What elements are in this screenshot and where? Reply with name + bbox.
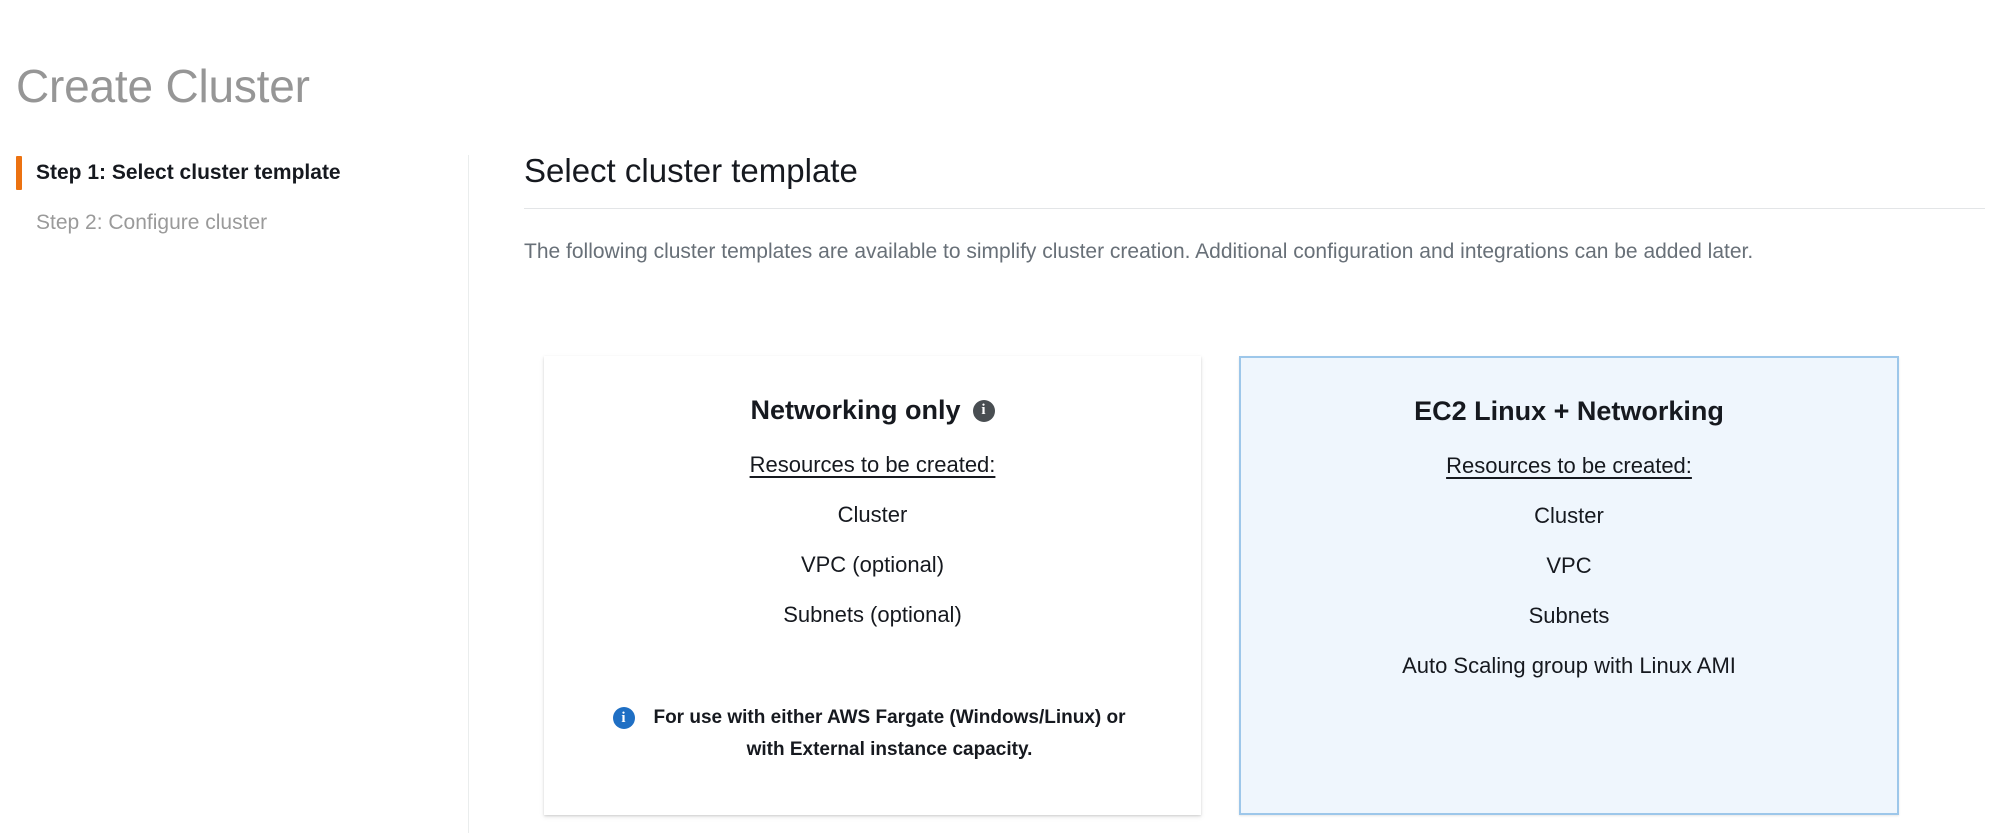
sidebar-divider [468, 155, 469, 833]
section-description: The following cluster templates are avai… [524, 240, 1754, 263]
resources-to-be-created-label: Resources to be created: [1446, 453, 1692, 478]
wizard-steps-sidebar: Step 1: Select cluster template Step 2: … [0, 150, 468, 833]
resource-list-networking-only: Cluster VPC (optional) Subnets (optional… [571, 478, 1174, 628]
sidebar-step-2-label: Step 2: Configure cluster [36, 211, 268, 234]
resource-list-ec2-linux-networking: Cluster VPC Subnets Auto Scaling group w… [1267, 479, 1871, 679]
template-card-networking-only-note-text: For use with either AWS Fargate (Windows… [653, 707, 1126, 760]
page-title: Create Cluster [16, 59, 310, 112]
list-item: VPC [1546, 553, 1592, 578]
template-card-networking-only-title-text: Networking only [750, 395, 961, 425]
list-item: Subnets [1528, 603, 1610, 628]
section-divider [524, 208, 1985, 209]
list-item: VPC (optional) [800, 552, 945, 577]
template-card-networking-only[interactable]: Networking only i Resources to be create… [544, 356, 1201, 815]
info-icon[interactable]: i [972, 399, 995, 422]
list-item: Auto Scaling group with Linux AMI [1402, 653, 1736, 678]
template-card-networking-only-title: Networking only i [750, 387, 995, 434]
template-card-ec2-linux-networking-title: EC2 Linux + Networking [1414, 396, 1724, 426]
sidebar-step-1[interactable]: Step 1: Select cluster template [0, 150, 468, 196]
list-item: Cluster [1534, 503, 1604, 528]
template-card-networking-only-note: i For use with either AWS Fargate (Windo… [612, 702, 1133, 766]
active-step-accent-bar [16, 156, 22, 190]
info-icon-blue: i [612, 707, 635, 729]
cluster-template-card-list: Networking only i Resources to be create… [544, 356, 1899, 815]
sidebar-step-2[interactable]: Step 2: Configure cluster [0, 200, 468, 246]
sidebar-step-1-label: Step 1: Select cluster template [36, 161, 341, 184]
section-title: Select cluster template [524, 152, 858, 189]
template-card-ec2-linux-networking[interactable]: EC2 Linux + Networking Resources to be c… [1239, 356, 1899, 815]
list-item: Cluster [837, 502, 908, 527]
main-content: Select cluster template The following cl… [524, 150, 1985, 292]
list-item: Subnets (optional) [783, 602, 962, 627]
resources-to-be-created-label: Resources to be created: [749, 452, 996, 477]
